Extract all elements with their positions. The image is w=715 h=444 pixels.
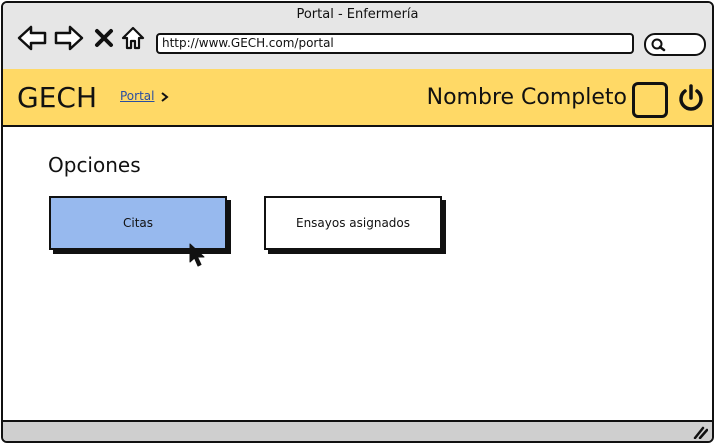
breadcrumb-portal-link[interactable]: Portal	[120, 89, 155, 103]
search-icon	[651, 38, 666, 52]
status-bar	[3, 420, 712, 441]
chevron-right-icon	[161, 92, 169, 102]
power-icon[interactable]	[676, 84, 706, 114]
app-header: GECH Portal Nombre Completo	[3, 69, 712, 127]
back-arrow-icon[interactable]	[17, 25, 47, 51]
title-bar: Portal - Enfermería http://www.GECH.com/…	[3, 3, 712, 71]
mouse-pointer-icon	[189, 243, 205, 267]
browser-search-field[interactable]	[644, 33, 706, 56]
window-title: Portal - Enfermería	[296, 7, 419, 22]
ensayos-asignados-button[interactable]: Ensayos asignados	[264, 196, 442, 250]
citas-button[interactable]: Citas	[49, 196, 227, 250]
address-bar[interactable]: http://www.GECH.com/portal	[156, 33, 634, 54]
citas-button-label: Citas	[122, 216, 154, 230]
avatar[interactable]	[632, 82, 668, 118]
resize-grip-icon[interactable]	[692, 425, 708, 439]
user-name: Nombre Completo	[426, 85, 627, 110]
forward-arrow-icon[interactable]	[54, 25, 84, 51]
home-icon[interactable]	[120, 25, 146, 51]
section-title: Opciones	[48, 153, 141, 177]
ensayos-asignados-button-label: Ensayos asignados	[295, 216, 411, 230]
close-x-icon[interactable]	[94, 28, 114, 48]
brand-logo-text: GECH	[17, 81, 97, 114]
